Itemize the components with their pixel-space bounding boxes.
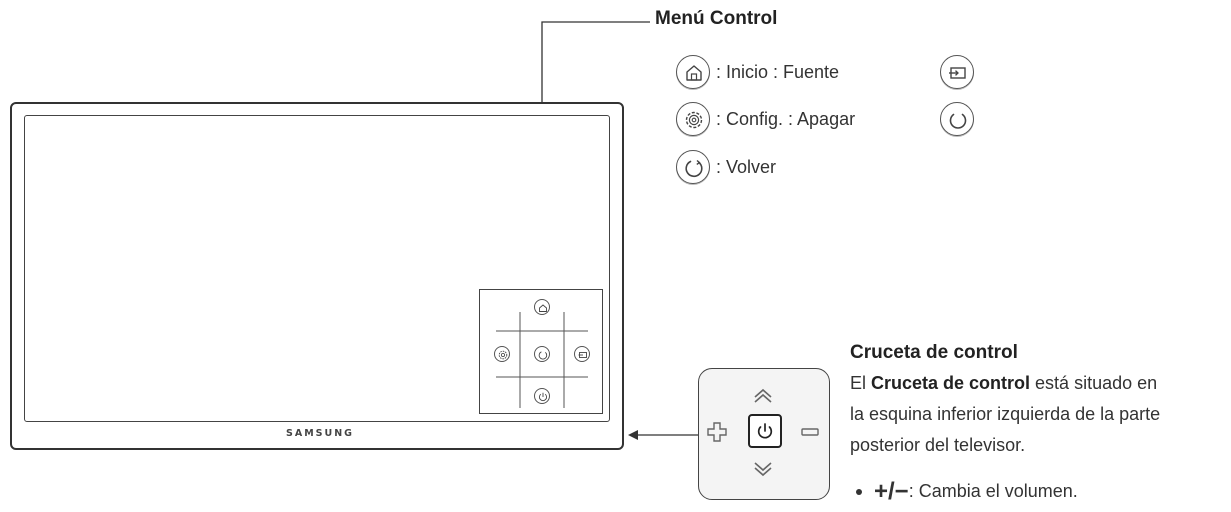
plus-icon <box>707 422 728 443</box>
settings-icon <box>676 102 710 136</box>
control-stick-glyphs <box>707 389 820 477</box>
return-icon <box>676 150 710 184</box>
volume-bullet: +/−: Cambia el volumen. <box>856 478 1078 506</box>
source-icon <box>940 55 974 89</box>
volume-symbols: +/− <box>874 478 909 505</box>
desc-bold: Cruceta de control <box>871 373 1031 393</box>
control-stick-title: Cruceta de control <box>850 342 1018 363</box>
menu-panel-home-icon <box>534 299 550 315</box>
minus-icon <box>801 428 820 437</box>
desc-suffix: está situado en <box>1030 373 1158 393</box>
menu-panel-power-icon <box>534 388 550 404</box>
joystick-callout-arrow <box>628 430 638 440</box>
power-icon <box>940 102 974 136</box>
bullet-dot <box>856 489 862 496</box>
menu-item-home-source-label: : Inicio : Fuente <box>716 62 840 82</box>
control-stick-desc-line3: posterior del televisor. <box>850 435 1026 455</box>
menu-panel-lines <box>496 312 588 408</box>
control-stick-power-button[interactable] <box>748 414 782 448</box>
menu-control-title: Menú Control <box>655 8 778 29</box>
desc-prefix: El <box>850 373 872 393</box>
chevron-up-icon <box>754 389 772 399</box>
menu-panel-settings-icon <box>494 346 510 362</box>
volume-bullet-text: : Cambia el volumen. <box>908 481 1078 501</box>
menu-item-return-label: : Volver <box>716 157 777 177</box>
control-stick-desc-line1: El Cruceta de control está situado en <box>850 373 1157 394</box>
tv-brand-logo: SAMSUNG <box>286 428 354 439</box>
tv-control-menu-panel <box>479 289 603 414</box>
menu-item-settings-power-label: : Config. : Apagar <box>716 109 856 129</box>
control-stick-desc-line2: la esquina inferior izquierda de la part… <box>850 404 1161 424</box>
menu-panel-return-icon <box>534 346 550 362</box>
chevron-down-icon <box>754 467 772 477</box>
menu-panel-source-icon <box>574 346 590 362</box>
home-icon <box>676 55 710 89</box>
